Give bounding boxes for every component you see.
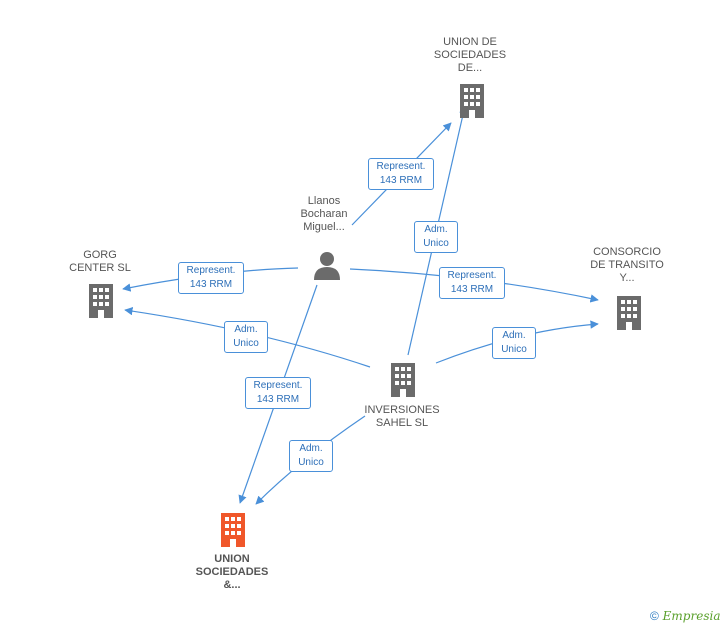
edge-label-adm-unico: Adm. Unico — [414, 221, 458, 253]
person-llanos-label[interactable]: Llanos Bocharan Miguel... — [300, 195, 348, 233]
union-sociedades-amp-label[interactable]: UNION SOCIEDADES &... — [195, 553, 269, 591]
copyright-symbol: © — [650, 609, 659, 623]
building-icon[interactable] — [457, 84, 487, 118]
edge-label-adm-unico: Adm. Unico — [289, 440, 333, 472]
empresia-logo: © Empresia — [650, 609, 720, 623]
edge-label-represent: Represent. 143 RRM — [178, 262, 244, 294]
edge-label-represent: Represent. 143 RRM — [439, 267, 505, 299]
person-icon[interactable] — [312, 250, 342, 280]
consorcio-label[interactable]: CONSORCIO DE TRANSITO Y... — [590, 246, 664, 284]
edge-label-represent: Represent. 143 RRM — [245, 377, 311, 409]
inversiones-sahel-label[interactable]: INVERSIONES SAHEL SL — [364, 404, 440, 429]
union-de-sociedades-label[interactable]: UNION DE SOCIEDADES DE... — [433, 36, 507, 74]
edge-label-represent: Represent. 143 RRM — [368, 158, 434, 190]
building-icon[interactable] — [218, 513, 248, 547]
gorg-center-label[interactable]: GORG CENTER SL — [69, 249, 131, 274]
brand-name: Empresia — [662, 609, 721, 623]
edge-label-adm-unico: Adm. Unico — [224, 321, 268, 353]
building-icon[interactable] — [388, 363, 418, 397]
edge-label-adm-unico: Adm. Unico — [492, 327, 536, 359]
building-icon[interactable] — [614, 296, 644, 330]
building-icon[interactable] — [86, 284, 116, 318]
